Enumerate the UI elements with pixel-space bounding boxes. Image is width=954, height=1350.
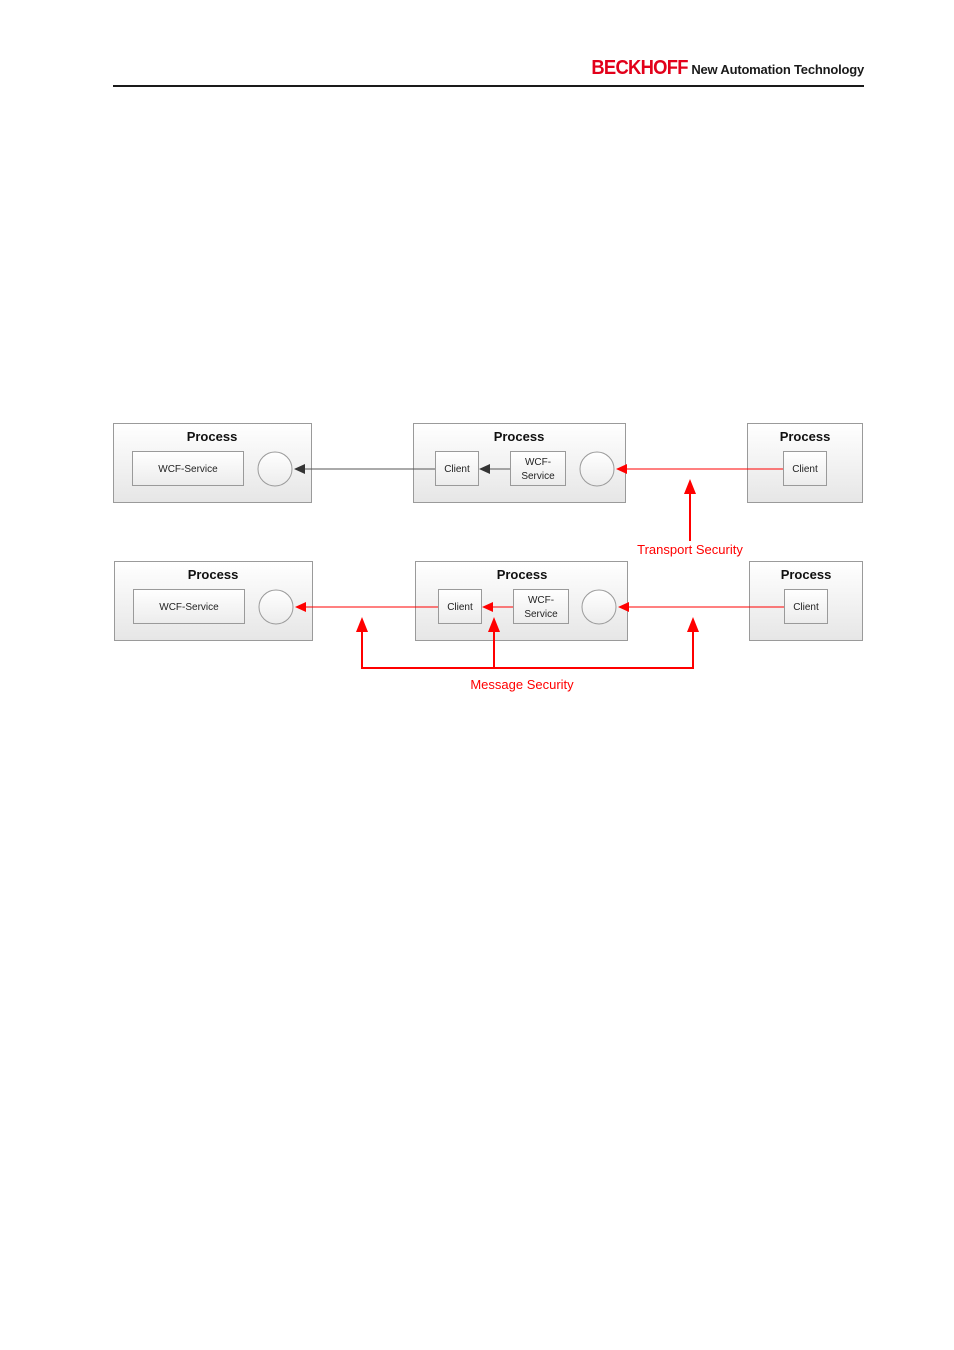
brand-header: BECKHOFF New Automation Technology [583, 57, 864, 80]
row-message: Process WCF-Service Process Client WCF- … [114, 561, 863, 692]
wcf-service-box [132, 451, 244, 486]
transport-security-arrow [684, 479, 696, 541]
transport-security-label: Transport Security [637, 542, 743, 557]
process-box-right: Process Client [747, 423, 863, 503]
connector-red-3 [618, 602, 784, 612]
connector-black-1 [294, 464, 435, 474]
connector-red-1 [295, 602, 438, 612]
connector-red-2 [482, 602, 513, 612]
wcf-service-box [133, 589, 245, 624]
wcf-service-label: WCF-Service [158, 464, 218, 475]
wcf-service-line1: WCF- [528, 595, 554, 606]
client-label: Client [792, 464, 818, 475]
wcf-service-box [510, 451, 566, 486]
wcf-service-line1: WCF- [525, 457, 551, 468]
process-title: Process [494, 429, 545, 444]
endpoint-circle [581, 589, 617, 625]
connector-black-2 [479, 464, 510, 474]
wcf-service-line2: Service [521, 471, 555, 482]
process-title: Process [780, 429, 831, 444]
connector-red-transport [616, 464, 783, 474]
process-title: Process [187, 429, 238, 444]
process-box-middle: Process Client WCF- Service [413, 423, 626, 503]
client-box [783, 451, 827, 486]
client-box [438, 589, 482, 624]
brand-tagline: New Automation Technology [691, 62, 864, 77]
wcf-service-box [513, 589, 569, 624]
process-title: Process [188, 567, 239, 582]
endpoint-circle [258, 589, 294, 625]
process-title: Process [497, 567, 548, 582]
endpoint-circle [257, 451, 293, 487]
client-label: Client [444, 464, 470, 475]
row-transport: Process WCF-Service Process Client WCF- … [113, 423, 863, 557]
process-box-middle: Process Client WCF- Service [415, 561, 628, 641]
client-label: Client [447, 602, 473, 613]
client-label: Client [793, 602, 819, 613]
header-rule [113, 85, 864, 87]
process-title: Process [781, 567, 832, 582]
wcf-service-label: WCF-Service [159, 602, 219, 613]
client-box [435, 451, 479, 486]
process-box-right: Process Client [749, 561, 863, 641]
process-box-left: Process WCF-Service [113, 423, 312, 503]
endpoint-circle [579, 451, 615, 487]
process-box-left: Process WCF-Service [114, 561, 313, 641]
beckhoff-logo: BECKHOFF [590, 57, 688, 79]
message-security-label: Message Security [470, 677, 574, 692]
client-box [784, 589, 828, 624]
wcf-service-line2: Service [524, 609, 558, 620]
message-security-bracket [356, 617, 699, 669]
